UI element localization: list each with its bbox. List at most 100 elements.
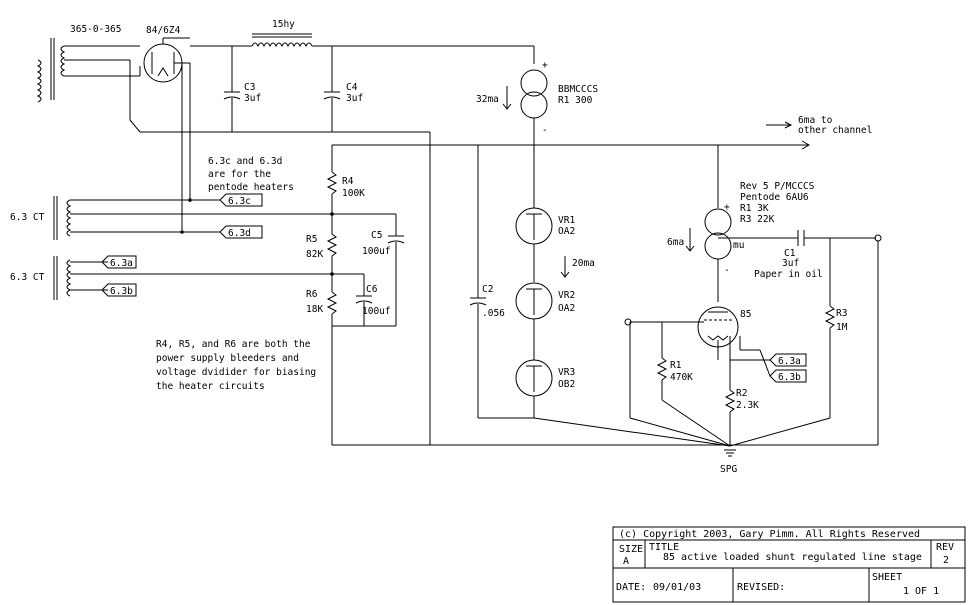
r6-name: R6 — [306, 289, 318, 300]
rectifier-label: 84/6Z4 — [146, 25, 181, 36]
bleeder-note-4: the heater circuits — [156, 381, 265, 392]
junction-dot — [330, 212, 334, 216]
bleeder-divider — [326, 145, 405, 445]
c4-name: C4 — [346, 82, 358, 93]
r1-name: R1 — [670, 360, 682, 371]
vr-tube-string — [478, 145, 731, 447]
bus-arrow-icon — [801, 140, 811, 150]
capacitor-c3 — [223, 46, 241, 132]
date-label: DATE: — [616, 582, 646, 593]
heater-note-2: are for the — [208, 169, 271, 180]
capacitor-c4 — [323, 46, 341, 132]
c5-name: C5 — [371, 230, 382, 241]
other-channel-label-1: 6ma to — [798, 115, 833, 126]
r5-value: 82K — [306, 249, 323, 260]
choke-label: 15hy — [272, 19, 295, 30]
vr2-name: VR2 — [558, 290, 575, 301]
c2-value: .056 — [482, 308, 505, 319]
r6-value: 18K — [306, 304, 323, 315]
c2-capacitor — [469, 145, 487, 418]
c1-note: Paper in oil — [754, 269, 823, 280]
c2-name: C2 — [482, 284, 493, 295]
ccs-name: BBMCCCS — [558, 84, 598, 95]
pccs-r1: R1 3K — [740, 203, 769, 214]
c4-value: 3uf — [346, 93, 363, 104]
heater-transformer-1-label: 6.3 CT — [10, 212, 45, 223]
rev-label: REV — [936, 542, 954, 553]
c6-value: 100uf — [362, 306, 391, 317]
r2-name: R2 — [736, 388, 747, 399]
other-channel-label-2: other channel — [798, 125, 872, 136]
bleeder-note-1: R4, R5, and R6 are both the — [156, 339, 311, 350]
tag-6-3d-label: 6.3d — [228, 228, 251, 239]
vr1-type: OA2 — [558, 226, 575, 237]
r3-name: R3 — [836, 308, 847, 319]
tag-6-3a-right — [769, 353, 807, 367]
vr2-type: OA2 — [558, 303, 575, 314]
r1-value: 470K — [670, 372, 693, 383]
tag-6-3a-right-label: 6.3a — [778, 356, 801, 367]
junction-dot — [180, 230, 184, 234]
bleeder-note-2: power supply bleeders and — [156, 353, 299, 364]
tag-6-3b — [101, 283, 137, 297]
revised-label: REVISED: — [737, 582, 785, 593]
tag-6-3b-label: 6.3b — [110, 286, 133, 297]
date-value: 09/01/03 — [653, 582, 701, 593]
title-value: 85 active loaded shunt regulated line st… — [663, 552, 922, 563]
heater-transformer-2 — [53, 256, 332, 300]
heater-note-3: pentode heaters — [208, 182, 294, 193]
bleeder-note-3: voltage dvidider for biasing — [156, 367, 316, 378]
r3-value: 1M — [836, 322, 848, 333]
tag-6-3c-label: 6.3c — [228, 196, 251, 207]
triode-85 — [624, 306, 771, 447]
c5-value: 100uf — [362, 246, 391, 257]
ccs-bbmcccs — [502, 46, 548, 145]
heater-note-1: 6.3c and 6.3d — [208, 156, 282, 167]
c3-name: C3 — [244, 82, 255, 93]
choke-inductor — [190, 33, 534, 48]
c1-value: 3uf — [782, 258, 799, 269]
r5-name: R5 — [306, 234, 317, 245]
rectifier-tube — [143, 37, 191, 230]
pentode-ccs — [685, 145, 882, 447]
r2-value: 2.3K — [736, 400, 759, 411]
c3-value: 3uf — [244, 93, 261, 104]
junction-dot — [188, 198, 192, 202]
tag-6-3a-label: 6.3a — [110, 258, 133, 269]
size-value: A — [623, 556, 629, 567]
sheet-label: SHEET — [872, 572, 902, 583]
title-label: TITLE — [649, 542, 679, 553]
ccs-r1: R1 300 — [558, 95, 593, 106]
rev-value: 2 — [943, 555, 949, 566]
r4-value: 100K — [342, 188, 365, 199]
ccs-plus: + — [542, 60, 548, 71]
tag-6-3b-right-label: 6.3b — [778, 372, 801, 383]
size-label: SIZE — [619, 544, 643, 555]
c6-name: C6 — [366, 284, 378, 295]
pccs-mu: mu — [733, 240, 744, 251]
heater-transformer-2-label: 6.3 CT — [10, 272, 45, 283]
ground-icon — [724, 449, 736, 457]
vr3-name: VR3 — [558, 367, 575, 378]
ccs-minus: - — [542, 125, 548, 136]
vr1-name: VR1 — [558, 215, 575, 226]
pccs-title: Rev 5 P/MCCCS — [740, 181, 815, 192]
ccs-current: 32ma — [476, 94, 499, 105]
pccs-plus: + — [724, 202, 730, 213]
power-transformer — [36, 38, 431, 445]
pccs-pentode: Pentode 6AU6 — [740, 192, 809, 203]
sheet-value: 1 OF 1 — [903, 586, 939, 597]
tube-85-label: 85 — [740, 309, 751, 320]
r4-name: R4 — [342, 176, 354, 187]
copyright-text: (c) Copyright 2003, Gary Pimm. All Right… — [619, 529, 920, 540]
heater-transformer-1 — [53, 196, 332, 240]
junction-dot — [330, 272, 334, 276]
pccs-minus: - — [724, 265, 730, 276]
tag-6-3d — [219, 225, 263, 239]
tag-6-3a — [101, 255, 137, 269]
vr3-type: OB2 — [558, 379, 575, 390]
vr-current: 20ma — [572, 258, 595, 269]
tag-6-3b-right — [769, 369, 807, 383]
c1-name: C1 — [784, 248, 796, 259]
